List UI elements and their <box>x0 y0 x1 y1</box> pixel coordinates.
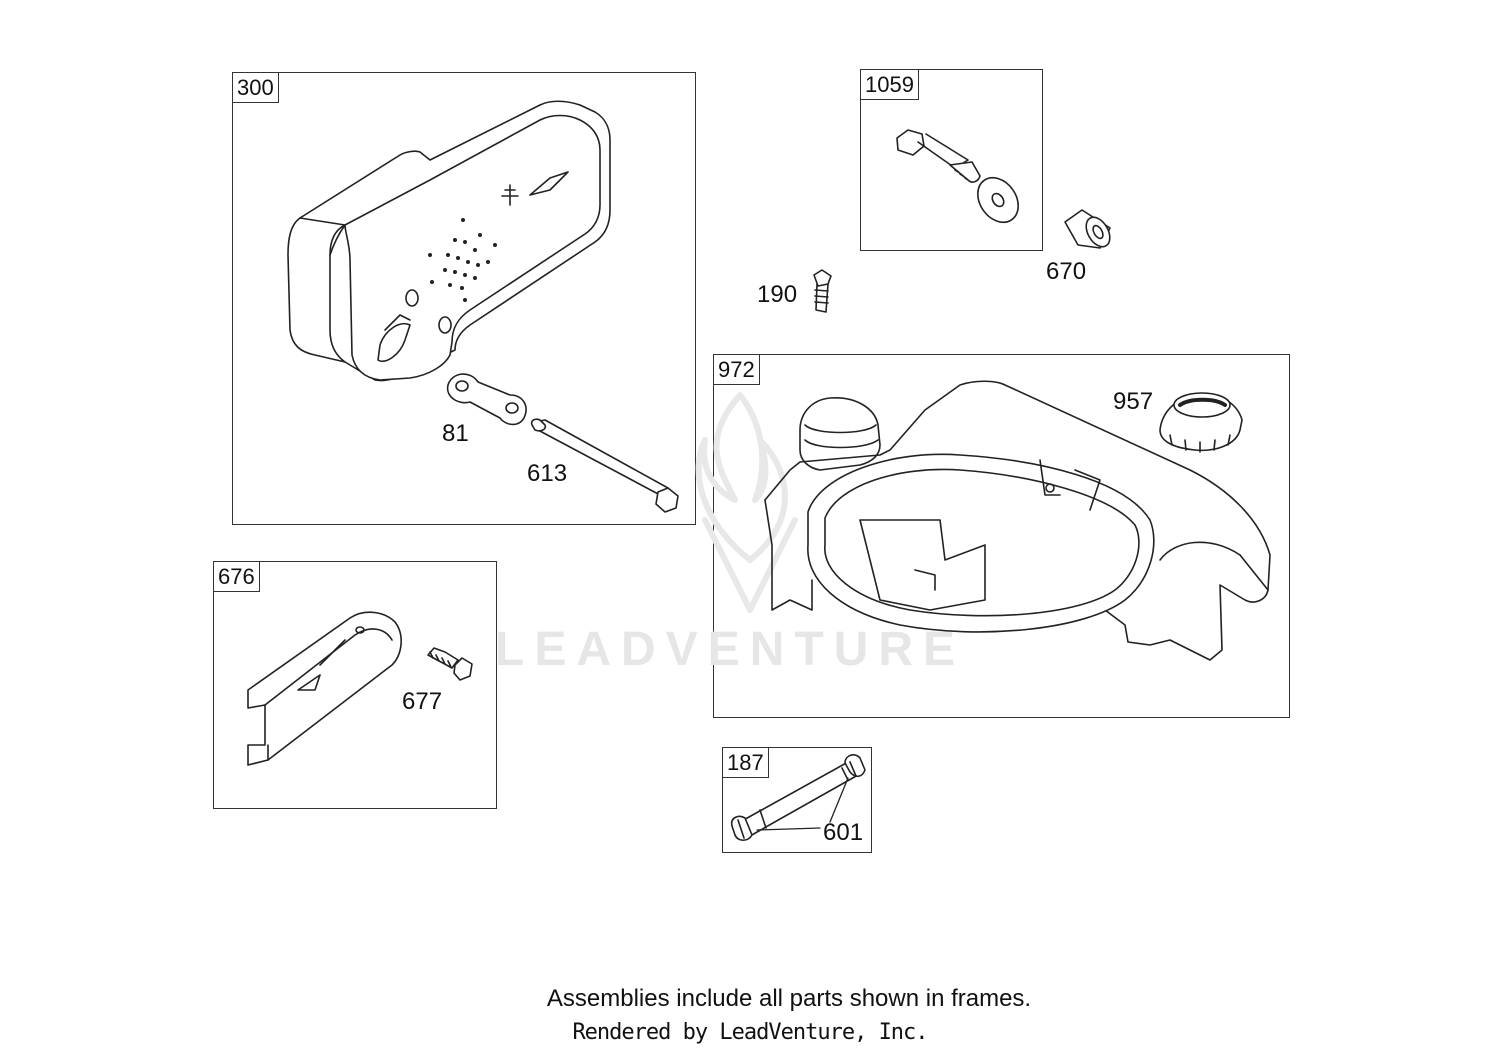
callout-81: 81 <box>442 420 469 447</box>
frame-1059: 1059 <box>860 69 1043 251</box>
footer-credit: Rendered by LeadVenture, Inc. <box>572 1020 928 1045</box>
frame-972: 972 <box>713 354 1290 718</box>
fuel-tank-part <box>764 380 1271 661</box>
callout-670: 670 <box>1046 258 1087 285</box>
frame-1059-label: 1059 <box>860 69 919 100</box>
footer-note: Assemblies include all parts shown in fr… <box>546 985 1032 1012</box>
callout-957: 957 <box>1113 388 1154 415</box>
callout-677: 677 <box>402 688 443 715</box>
bolt-washer-part <box>896 129 1019 224</box>
watermark-text: LEADVENTURE <box>495 623 966 676</box>
frame-187-label: 187 <box>722 747 769 778</box>
frame-676-label: 676 <box>213 561 260 592</box>
frame-187: 187 <box>722 747 872 853</box>
callout-190: 190 <box>757 281 798 308</box>
frame-300-label: 300 <box>232 72 279 103</box>
guard-screw-part <box>427 647 473 681</box>
muffler-part <box>287 100 611 382</box>
callout-613: 613 <box>527 460 568 487</box>
fuel-line-part <box>730 754 866 842</box>
callout-601: 601 <box>823 819 864 846</box>
fuel-cap-part <box>1159 392 1243 453</box>
gasket-part <box>446 373 527 426</box>
screw-part <box>813 269 832 313</box>
frame-300: 300 <box>232 72 696 525</box>
long-bolt-part <box>530 418 679 513</box>
frame-676: 676 <box>213 561 497 809</box>
guard-part <box>247 611 402 766</box>
frame-972-label: 972 <box>713 354 760 385</box>
spacer-part <box>1064 209 1111 249</box>
watermark-logo <box>695 392 798 613</box>
leader-lines <box>756 777 849 831</box>
